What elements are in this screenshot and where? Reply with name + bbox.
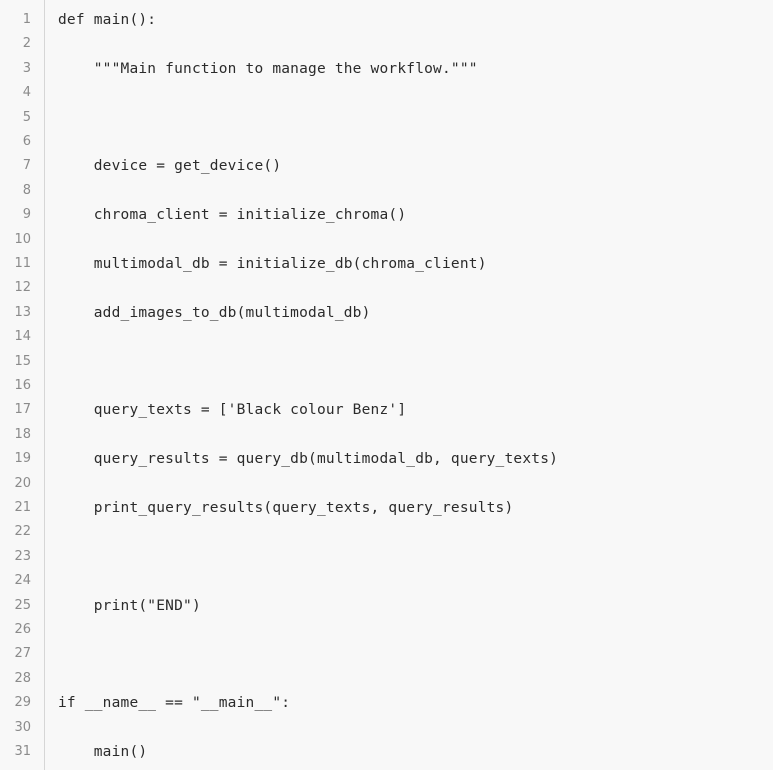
line-number: 15 — [14, 353, 31, 369]
code-text: print("END") — [58, 597, 201, 614]
code-line[interactable]: 30 — [0, 716, 773, 740]
line-number: 13 — [14, 304, 31, 320]
code-line[interactable]: 11 multimodal_db = initialize_db(chroma_… — [0, 252, 773, 276]
line-number: 26 — [14, 622, 31, 637]
line-number: 6 — [22, 134, 31, 149]
code-line[interactable]: 18 — [0, 423, 773, 447]
code-text: main() — [58, 744, 148, 760]
line-number: 29 — [14, 695, 31, 711]
line-number: 27 — [14, 646, 31, 662]
code-text: print_query_results(query_texts, query_r… — [58, 500, 514, 516]
line-number-gutter — [0, 0, 45, 770]
line-number: 16 — [14, 378, 31, 393]
code-line[interactable]: 8 — [0, 179, 773, 203]
line-number: 11 — [14, 256, 31, 271]
code-line[interactable]: 1 def main(): — [0, 8, 773, 32]
code-text: if __name__ == "__main__": — [58, 695, 291, 712]
code-line[interactable]: 17 query_texts = ['Black colour Benz'] — [0, 398, 773, 422]
code-line[interactable]: 23 — [0, 545, 773, 569]
line-number: 7 — [22, 158, 31, 174]
code-line[interactable]: 12 — [0, 276, 773, 300]
code-line[interactable]: 28 — [0, 667, 773, 691]
code-line[interactable]: 29 if __name__ == "__main__": — [0, 691, 773, 715]
code-text: chroma_client = initialize_chroma() — [58, 207, 407, 224]
line-number: 31 — [14, 744, 31, 759]
code-line[interactable]: 24 — [0, 569, 773, 593]
line-number: 19 — [14, 451, 31, 467]
line-number: 1 — [22, 12, 31, 27]
line-number: 21 — [14, 500, 31, 515]
code-line[interactable]: 31 main() — [0, 740, 773, 764]
code-line[interactable]: 25 print("END") — [0, 594, 773, 618]
code-text: add_images_to_db(multimodal_db) — [58, 304, 371, 321]
code-line[interactable]: 27 — [0, 642, 773, 666]
line-number: 14 — [14, 329, 31, 345]
code-line[interactable]: 26 — [0, 618, 773, 642]
code-line[interactable]: 2 — [0, 32, 773, 56]
line-number: 10 — [14, 231, 31, 247]
line-number: 30 — [14, 719, 31, 735]
line-number: 17 — [14, 402, 31, 418]
line-number: 4 — [22, 85, 31, 101]
code-text: device = get_device() — [58, 158, 282, 175]
code-line[interactable]: 3 """Main function to manage the workflo… — [0, 57, 773, 81]
line-number: 3 — [22, 60, 31, 76]
line-number: 23 — [14, 548, 31, 564]
line-number: 24 — [14, 573, 31, 589]
line-number: 12 — [14, 280, 31, 296]
code-line[interactable]: 7 device = get_device() — [0, 154, 773, 178]
line-number: 18 — [14, 426, 31, 442]
line-number: 25 — [14, 597, 31, 613]
line-number: 8 — [22, 182, 31, 198]
code-text: multimodal_db = initialize_db(chroma_cli… — [58, 256, 487, 272]
line-number: 28 — [14, 670, 31, 686]
code-line[interactable]: 22 — [0, 520, 773, 544]
line-number: 5 — [22, 109, 31, 125]
code-line[interactable]: 15 — [0, 350, 773, 374]
line-number: 9 — [22, 207, 31, 223]
line-number: 22 — [14, 524, 31, 540]
line-number: 20 — [14, 475, 31, 491]
code-line[interactable]: 6 — [0, 130, 773, 154]
code-line[interactable]: 20 — [0, 472, 773, 496]
code-line[interactable]: 13 add_images_to_db(multimodal_db) — [0, 301, 773, 325]
code-line[interactable]: 19 query_results = query_db(multimodal_d… — [0, 447, 773, 471]
code-line[interactable]: 5 — [0, 106, 773, 130]
code-line[interactable]: 16 — [0, 374, 773, 398]
code-text: query_texts = ['Black colour Benz'] — [58, 402, 407, 419]
code-line[interactable]: 21 print_query_results(query_texts, quer… — [0, 496, 773, 520]
code-line[interactable]: 14 — [0, 325, 773, 349]
code-line[interactable]: 10 — [0, 228, 773, 252]
code-text: query_results = query_db(multimodal_db, … — [58, 451, 559, 468]
code-line[interactable]: 4 — [0, 81, 773, 105]
code-line[interactable]: 9 chroma_client = initialize_chroma() — [0, 203, 773, 227]
code-text: """Main function to manage the workflow.… — [58, 60, 478, 77]
code-text: def main(): — [58, 12, 157, 28]
line-number: 2 — [22, 36, 31, 52]
